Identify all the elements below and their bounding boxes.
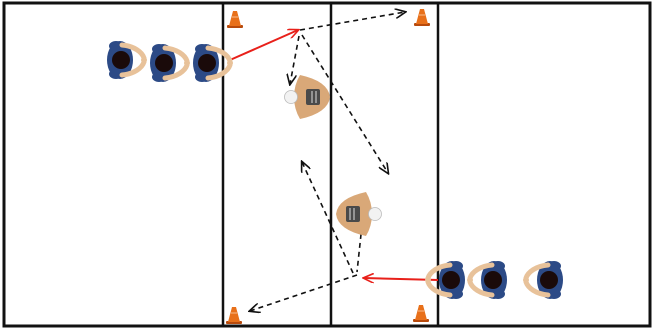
coaches xyxy=(284,74,382,237)
run-arrow xyxy=(250,274,358,311)
ball-icon xyxy=(284,90,298,104)
coach-top-view-icon xyxy=(335,191,373,237)
traffic-cone-icon xyxy=(412,304,430,323)
run-arrow xyxy=(299,12,405,31)
player-top-view-icon xyxy=(523,261,563,299)
pass-arrows xyxy=(229,30,439,280)
player-top-view-icon xyxy=(150,44,190,82)
player-top-view-icon xyxy=(107,41,147,79)
traffic-cone-icon xyxy=(226,10,244,29)
ball-icon xyxy=(368,207,382,221)
traffic-cone-icon xyxy=(413,8,431,27)
traffic-cone-icon xyxy=(225,306,243,325)
right-player-group xyxy=(425,261,563,299)
coach-top-view-icon xyxy=(293,74,331,120)
left-player-group xyxy=(107,41,233,82)
pass-arrow xyxy=(229,30,298,61)
player-top-view-icon xyxy=(467,261,507,299)
movement-arrows xyxy=(250,12,405,311)
run-arrow xyxy=(290,35,300,84)
run-arrow xyxy=(301,34,388,173)
cones xyxy=(225,8,431,325)
player-top-view-icon xyxy=(193,44,233,82)
player-top-view-icon xyxy=(425,261,465,299)
run-arrow xyxy=(356,224,363,273)
run-arrow xyxy=(302,162,354,274)
